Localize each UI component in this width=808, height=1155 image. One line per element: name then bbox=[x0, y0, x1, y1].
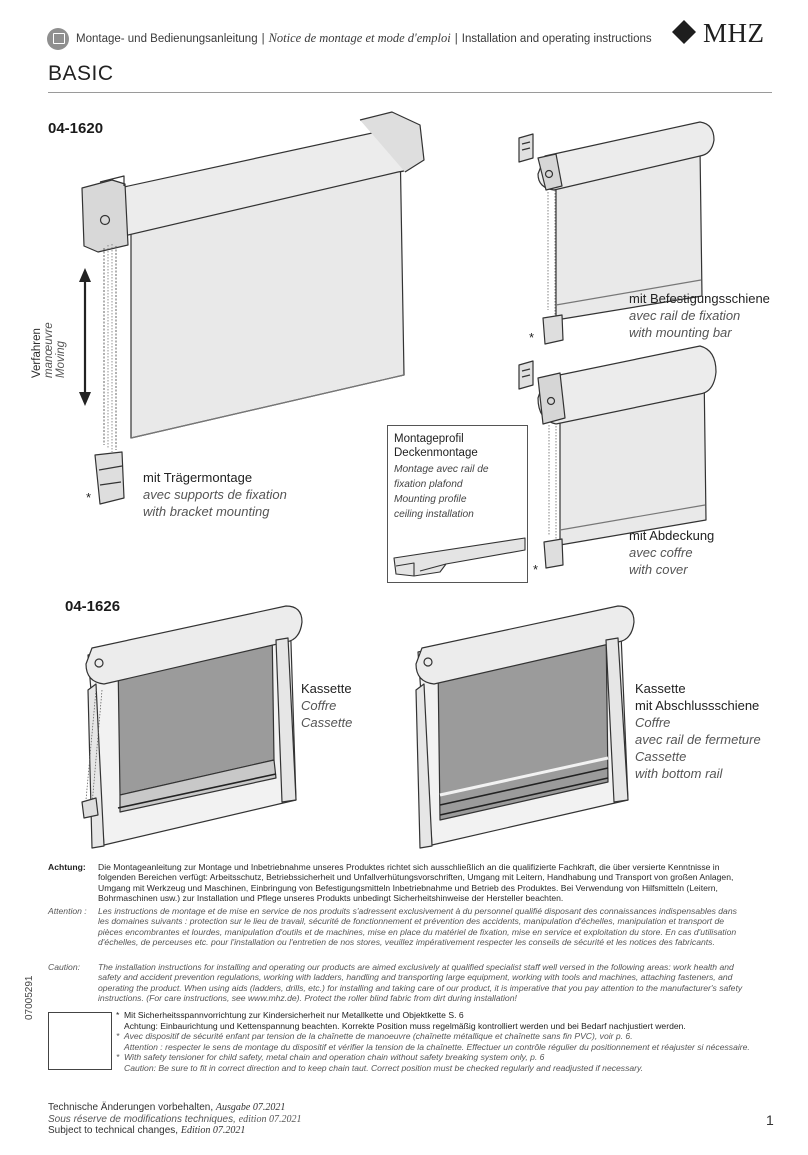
mounting-profile-fr2: fixation plafond bbox=[394, 479, 463, 490]
footer-fr: Sous réserve de modifications techniques… bbox=[48, 1113, 236, 1125]
mhz-logo: MHZ bbox=[672, 17, 782, 48]
roller-blind-mounting-bar-illustration bbox=[518, 121, 715, 345]
footer-en: Subject to technical changes, bbox=[48, 1125, 179, 1136]
warning-fr-label: Attention : bbox=[48, 906, 87, 916]
caption-cover-fr: avec coffre bbox=[629, 545, 693, 560]
caption-bracket-de: mit Trägermontage bbox=[143, 470, 253, 485]
caption-cassette-rail-de2: mit Abschlussschiene bbox=[635, 698, 760, 713]
note-en1: With safety tensioner for child safety, … bbox=[116, 1052, 756, 1063]
note-de1: Mit Sicherheitsspannvorrichtung zur Kind… bbox=[116, 1010, 756, 1021]
roller-blind-bracket-illustration bbox=[79, 111, 425, 505]
caption-mounting-bar: mit Befestigungsschiene avec rail de fix… bbox=[629, 290, 770, 341]
warning-en: Caution: The installation instructions f… bbox=[48, 962, 752, 1004]
child-safety-warning-icon bbox=[48, 1012, 112, 1070]
caption-mounting-bar-fr: avec rail de fixation bbox=[629, 308, 741, 323]
mounting-profile-de1: Montageprofil bbox=[394, 433, 464, 445]
diamond-icon bbox=[672, 20, 696, 44]
moving-en: Moving bbox=[55, 340, 67, 378]
model-number-bottom: 04-1626 bbox=[65, 598, 121, 615]
mounting-profile-en2: ceiling installation bbox=[394, 509, 474, 520]
header-languages: Montage- und Bedienungsanleitung|Notice … bbox=[76, 31, 652, 46]
caption-cassette-rail-en2: with bottom rail bbox=[635, 766, 723, 781]
caption-cassette-de: Kassette bbox=[301, 681, 352, 696]
note-de2: Achtung: Einbaurichtung und Kettenspannu… bbox=[124, 1020, 686, 1031]
caption-mounting-bar-en: with mounting bar bbox=[629, 325, 732, 340]
safety-star: * bbox=[529, 330, 535, 345]
caption-bracket-en: with bracket mounting bbox=[143, 504, 270, 519]
warning-en-label: Caution: bbox=[48, 962, 81, 972]
page-title: BASIC bbox=[48, 62, 114, 85]
mounting-profile-fr1: Montage avec rail de bbox=[394, 464, 489, 475]
header-en: Installation and operating instructions bbox=[461, 33, 652, 45]
moving-de: Verfahren bbox=[31, 328, 43, 378]
note-fr1: Avec dispositif de sécurité enfant par t… bbox=[116, 1031, 756, 1042]
warning-en-text: The installation instructions for instal… bbox=[98, 962, 743, 1003]
caption-cassette-rail-de1: Kassette bbox=[635, 681, 686, 696]
mounting-profile-en1: Mounting profile bbox=[394, 494, 467, 505]
caption-bracket-fr: avec supports de fixation bbox=[143, 487, 287, 502]
warning-de-label: Achtung: bbox=[48, 862, 86, 872]
caption-cassette-rail-fr1: Coffre bbox=[635, 715, 671, 730]
mounting-profile-rail-icon bbox=[393, 537, 526, 577]
page-number: 1 bbox=[766, 1112, 774, 1128]
warning-de-text: Die Montageanleitung zur Montage und Inb… bbox=[98, 862, 734, 903]
footer: Technische Änderungen vorbehalten, Ausga… bbox=[48, 1102, 301, 1137]
model-number-top: 04-1620 bbox=[48, 120, 104, 137]
header-separator: | bbox=[454, 33, 458, 45]
footer-de: Technische Änderungen vorbehalten, bbox=[48, 1102, 214, 1113]
footer-fr-edition: edition 07.2021 bbox=[238, 1113, 302, 1125]
mounting-profile-de: Montageprofil Deckenmontage bbox=[394, 432, 478, 460]
caption-cassette: Kassette Coffre Cassette bbox=[301, 680, 352, 731]
header-fr: Notice de montage et mode d'emploi bbox=[268, 31, 451, 45]
note-fr2: Attention : respecter le sens de montage… bbox=[124, 1041, 750, 1052]
safety-star: * bbox=[533, 562, 539, 577]
title-divider bbox=[48, 92, 772, 93]
mounting-profile-fr-en: Montage avec rail de fixation plafond Mo… bbox=[394, 462, 489, 522]
caption-cover-de: mit Abdeckung bbox=[629, 528, 715, 543]
caption-cover: mit Abdeckung avec coffre with cover bbox=[629, 527, 714, 578]
mounting-profile-de2: Deckenmontage bbox=[394, 447, 478, 459]
caption-cassette-rail: Kassette mit Abschlussschiene Coffre ave… bbox=[635, 680, 761, 782]
footer-en-edition: Edition 07.2021 bbox=[180, 1125, 246, 1136]
safety-star: * bbox=[86, 490, 92, 505]
header-separator: | bbox=[261, 33, 265, 45]
manual-book-icon bbox=[47, 28, 69, 50]
note-en2: Caution: Be sure to fit in correct direc… bbox=[124, 1062, 644, 1073]
warning-de: Achtung: Die Montageanleitung zur Montag… bbox=[48, 862, 752, 903]
caption-cassette-fr: Coffre bbox=[301, 698, 337, 713]
document-number: 07005291 bbox=[24, 975, 35, 1021]
roller-blind-cover-illustration bbox=[518, 345, 717, 569]
caption-bracket: mit Trägermontage avec supports de fixat… bbox=[143, 469, 287, 520]
header-de: Montage- und Bedienungsanleitung bbox=[76, 33, 258, 45]
caption-cover-en: with cover bbox=[629, 562, 688, 577]
logo-text: MHZ bbox=[703, 18, 765, 48]
moving-label: Verfahren manœuvre Moving bbox=[31, 322, 91, 378]
caption-mounting-bar-de: mit Befestigungsschiene bbox=[629, 291, 770, 306]
caption-cassette-en: Cassette bbox=[301, 715, 353, 730]
warning-fr: Attention : Les instructions de montage … bbox=[48, 906, 752, 958]
caption-cassette-rail-en1: Cassette bbox=[635, 749, 687, 764]
warning-fr-text: Les instructions de montage et de mise e… bbox=[98, 906, 737, 947]
cassette-illustration bbox=[81, 605, 303, 849]
moving-fr: manœuvre bbox=[43, 322, 55, 378]
footer-de-edition: Ausgabe 07.2021 bbox=[215, 1102, 286, 1113]
cassette-bottom-rail-illustration bbox=[415, 605, 635, 849]
caption-cassette-rail-fr2: avec rail de fermeture bbox=[635, 732, 761, 747]
child-safety-notes: Mit Sicherheitsspannvorrichtung zur Kind… bbox=[116, 1010, 756, 1074]
